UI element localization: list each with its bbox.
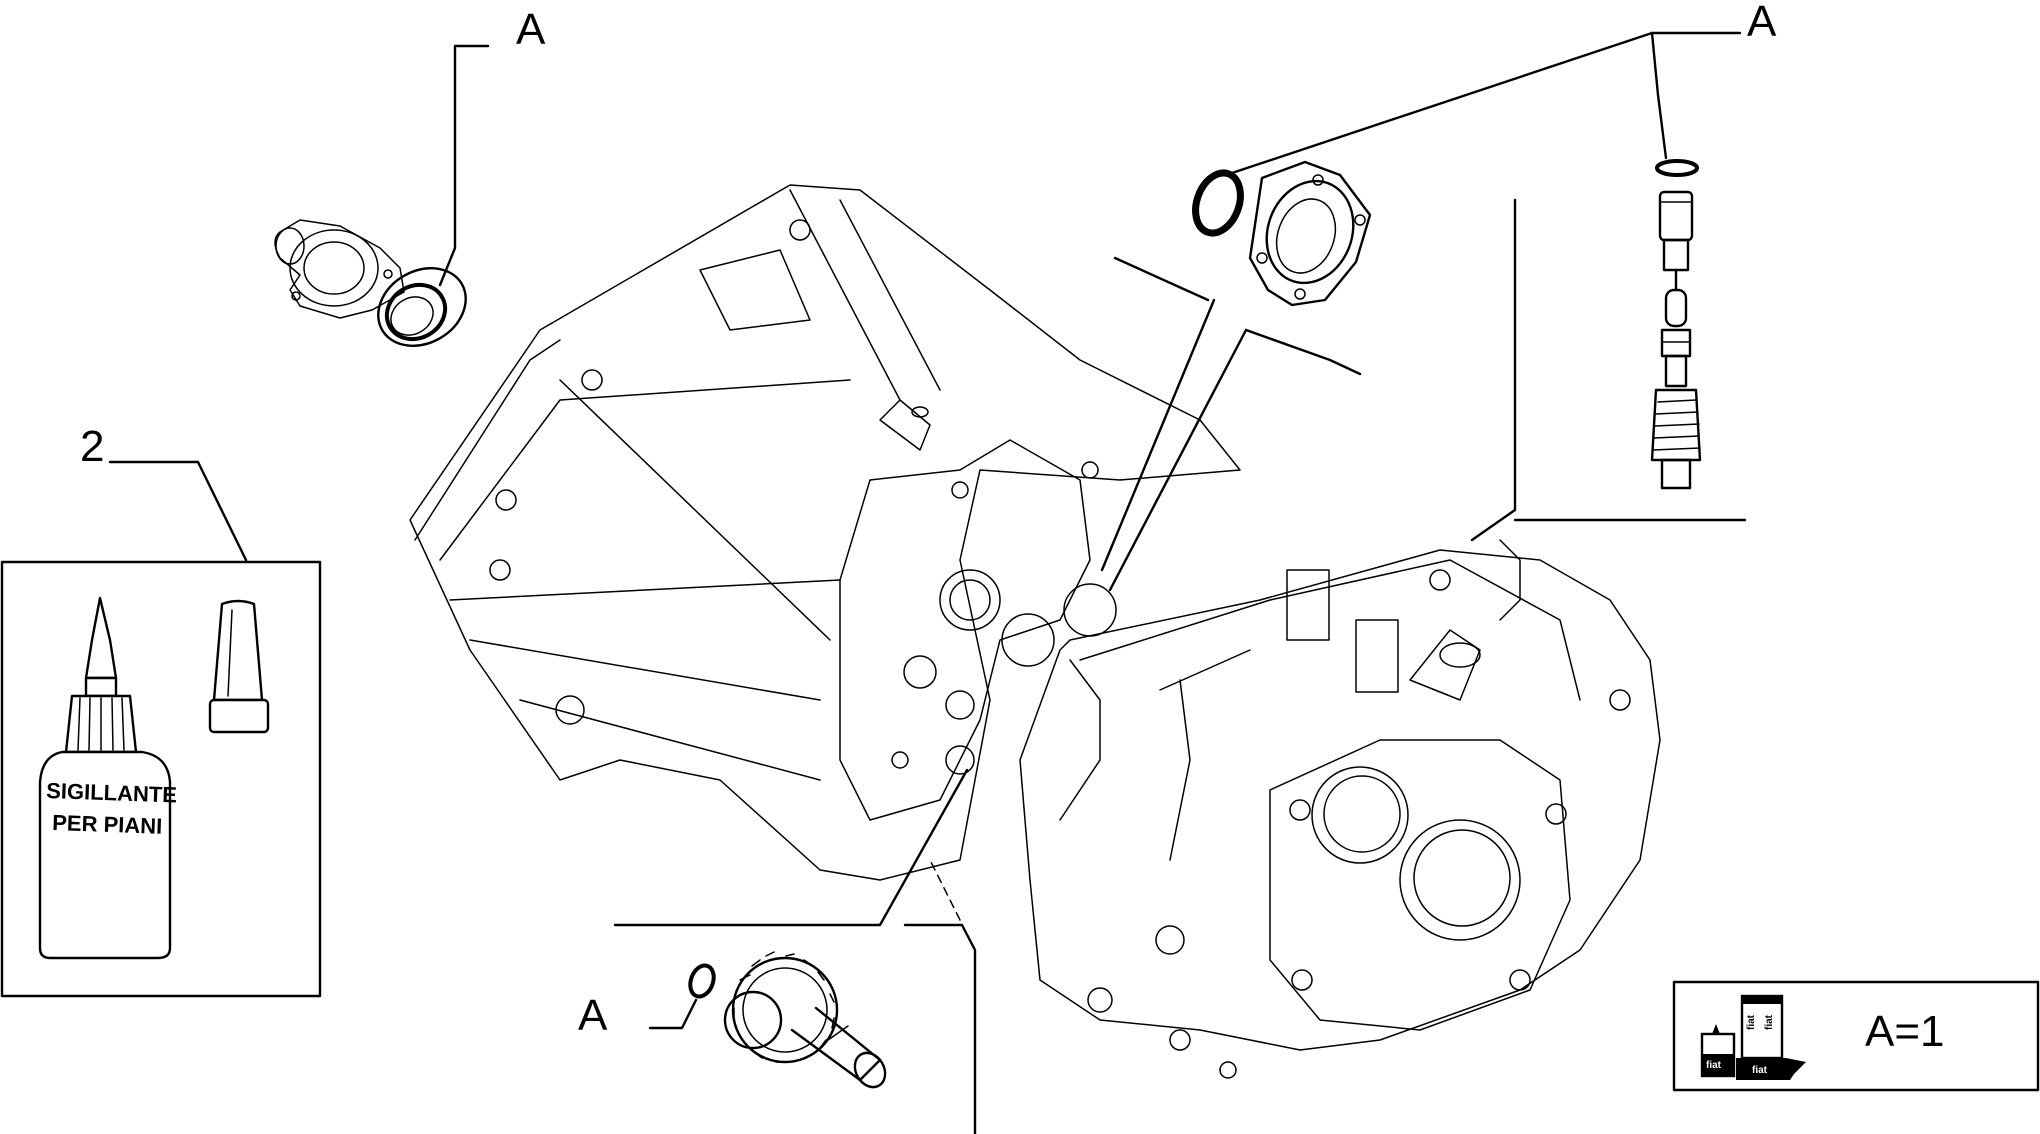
assembly-guide-lines [613,198,1747,1134]
reverse-gear-shaft [723,951,887,1089]
leader-a-top-left [438,44,490,287]
callout-a-top-left: A [516,5,546,54]
leader-a-top-right [1230,31,1742,175]
oil-seal-left [377,267,467,347]
legend-icon-label-1: fiat [1706,1060,1722,1071]
leader-a-bottom [648,998,698,1030]
callout-item-2: 2 [80,422,104,471]
legend-icon-label-2: fiat [1746,1014,1757,1030]
callout-a-top-right: A [1747,0,1777,46]
o-ring-top [1192,169,1244,237]
speedo-shaft-assembly [1650,159,1702,490]
legend-icon-label-3: fiat [1764,1014,1775,1030]
bottle-label-line2: PER PIANI [52,810,163,839]
clutch-bell-housing [409,184,1241,881]
sealant-panel: SIGILLANTE PER PIANI [0,560,322,998]
callout-a-bottom: A [578,991,608,1040]
leader-item-2 [108,460,248,562]
legend-box: fiat fiat fiat fiat A=1 [1672,980,2040,1092]
flange-bearing-top [1248,160,1372,307]
legend-icon-label-4: fiat [1752,1065,1768,1076]
legend-text: A=1 [1865,1007,1945,1056]
bottle-label-line1: SIGILLANTE [46,778,178,808]
bearing-cover-left [274,219,405,319]
legend-product-icon: fiat fiat fiat fiat [1700,994,1806,1080]
gearbox-case [1019,539,1661,1079]
o-ring-bottom [688,963,716,999]
